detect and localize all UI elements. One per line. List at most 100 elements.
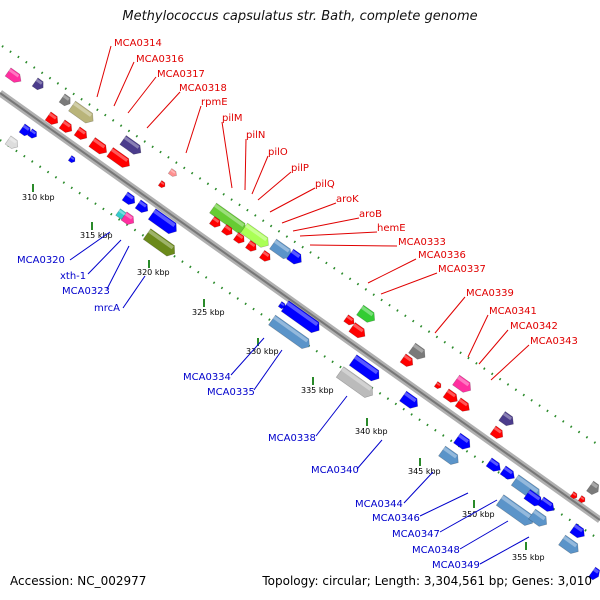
gene-glyph-10 [167,168,177,177]
gene-label-pilM: pilM [222,113,243,124]
gene-glyph-27 [452,374,471,393]
tick-label-340: 340 kbp [355,427,388,436]
gene-glyph-25 [399,353,414,367]
gene-glyph-30 [498,411,514,427]
tick-label-345: 345 kbp [408,467,441,476]
label-connectors [69,45,530,565]
map-title: Methylococcus capsulatus str. Bath, comp… [122,9,478,24]
gene-glyph-33 [577,495,586,504]
gene-glyph-51 [453,432,471,450]
gene-features [4,67,600,581]
gene-label-mrcA: mrcA [94,303,120,314]
gene-label-MCA0342: MCA0342 [510,321,558,332]
gene-label-hemE: hemE [377,223,406,234]
gene-glyph-57 [537,496,555,512]
gene-glyph-16 [232,231,245,244]
gene-glyph-47 [277,301,286,310]
gene-glyph-17 [244,239,257,252]
gene-label-MCA0347: MCA0347 [392,529,440,540]
gene-glyph-11 [157,180,166,189]
forward-gene-labels: MCA0314 MCA0316 MCA0317 MCA0318 rpmE pil… [114,38,578,347]
gene-glyph-26 [433,381,442,390]
tick-label-325: 325 kbp [192,308,225,317]
gene-glyph-39 [121,191,136,205]
gene-glyph-41 [147,208,177,235]
gene-label-MCA0346: MCA0346 [372,513,420,524]
gene-label-pilO: pilO [268,147,288,158]
tick-label-320: 320 kbp [137,268,170,277]
gene-glyph-35 [4,135,19,149]
gene-glyph-2 [58,93,71,107]
gene-label-xth-1: xth-1 [60,271,86,282]
gene-glyph-1 [31,77,44,91]
gene-glyph-15 [220,223,233,236]
gene-glyph-36 [18,123,31,137]
tick-label-350: 350 kbp [462,510,495,519]
genome-backbone [0,90,600,523]
gene-label-aroK: aroK [336,194,359,205]
gene-glyph-29 [454,397,470,412]
strand-guides [0,45,600,541]
tick-label-355: 355 kbp [512,553,545,562]
gene-glyph-14 [208,215,221,228]
gene-glyph-45 [280,300,320,334]
gene-glyph-21 [343,314,355,326]
gene-glyph-13 [240,222,269,248]
gene-label-MCA0337: MCA0337 [438,264,486,275]
gene-glyph-59 [528,508,547,527]
tick-label-330: 330 kbp [246,347,279,356]
gene-glyph-61 [569,523,585,539]
gene-glyph-20 [286,248,302,265]
gene-glyph-23 [348,322,366,339]
gene-label-MCA0339: MCA0339 [466,288,514,299]
reverse-gene-labels: MCA0320 xth-1 MCA0323 mrcA MCA0334 MCA03… [17,255,480,571]
genome-summary-text: Topology: circular; Length: 3,304,561 bp… [262,574,592,588]
gene-glyph-8 [106,147,130,168]
gene-glyph-56 [523,489,542,507]
gene-glyph-32 [569,491,578,500]
gene-label-MCA0335: MCA0335 [207,387,255,398]
gene-label-pilP: pilP [291,163,309,174]
gene-glyph-31 [489,425,504,439]
gene-glyph-38 [67,155,76,164]
gene-glyph-3 [68,100,94,124]
gene-glyph-4 [44,111,59,125]
gene-label-MCA0334: MCA0334 [183,372,231,383]
tick-label-315: 315 kbp [80,231,113,240]
gene-label-MCA0344: MCA0344 [355,499,403,510]
gene-glyph-0 [4,67,22,83]
gene-glyph-43 [120,211,135,225]
gene-glyph-48 [348,354,380,382]
gene-label-MCA0316: MCA0316 [136,54,184,65]
gene-glyph-44 [142,228,176,257]
gene-label-rpmE: rpmE [201,97,228,108]
gene-glyph-18 [258,249,271,262]
tick-label-335: 335 kbp [301,386,334,395]
gene-glyph-24 [408,342,426,360]
gene-label-MCA0341: MCA0341 [489,306,537,317]
gene-glyph-6 [73,126,88,140]
gene-glyph-46 [268,314,310,349]
gene-glyph-49 [335,366,373,398]
tick-labels: 310 kbp 315 kbp 320 kbp 325 kbp 330 kbp … [22,193,545,562]
gene-label-MCA0314: MCA0314 [114,38,162,49]
gene-label-MCA0349: MCA0349 [432,560,480,571]
gene-glyph-34 [586,480,600,496]
gene-glyph-54 [499,465,515,480]
gene-label-MCA0343: MCA0343 [530,336,578,347]
gene-glyph-22 [356,304,375,323]
gene-label-aroB: aroB [359,209,382,220]
gene-glyph-19 [269,238,292,260]
gene-label-MCA0317: MCA0317 [157,69,205,80]
gene-glyph-62 [588,566,600,581]
gene-glyph-37 [27,128,37,139]
accession-text: Accession: NC_002977 [10,574,147,588]
gene-glyph-7 [88,137,107,155]
gene-label-MCA0318: MCA0318 [179,83,227,94]
gene-glyph-9 [119,135,142,155]
gene-label-MCA0348: MCA0348 [412,545,460,556]
gene-label-MCA0340: MCA0340 [311,465,359,476]
gene-glyph-53 [485,457,501,472]
tick-marks [32,184,527,550]
